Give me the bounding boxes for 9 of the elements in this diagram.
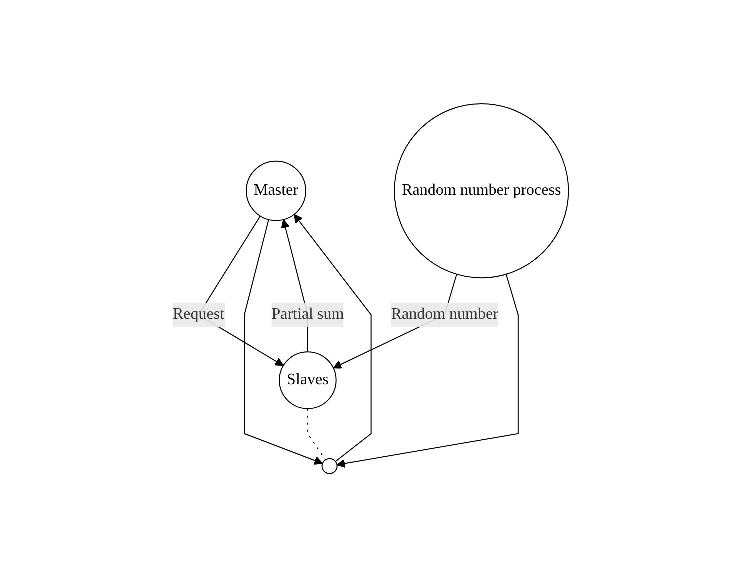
node-circle: Master bbox=[246, 160, 307, 221]
edge-label: Partial sum bbox=[272, 306, 344, 323]
node-circle bbox=[322, 458, 338, 474]
node-circle: Slaves bbox=[279, 351, 337, 409]
arrow bbox=[294, 214, 372, 462]
node-circle: Random number process bbox=[394, 103, 570, 278]
arrow bbox=[336, 274, 520, 468]
edge-label: Random number bbox=[391, 306, 499, 323]
edge-label: Request bbox=[173, 306, 225, 323]
